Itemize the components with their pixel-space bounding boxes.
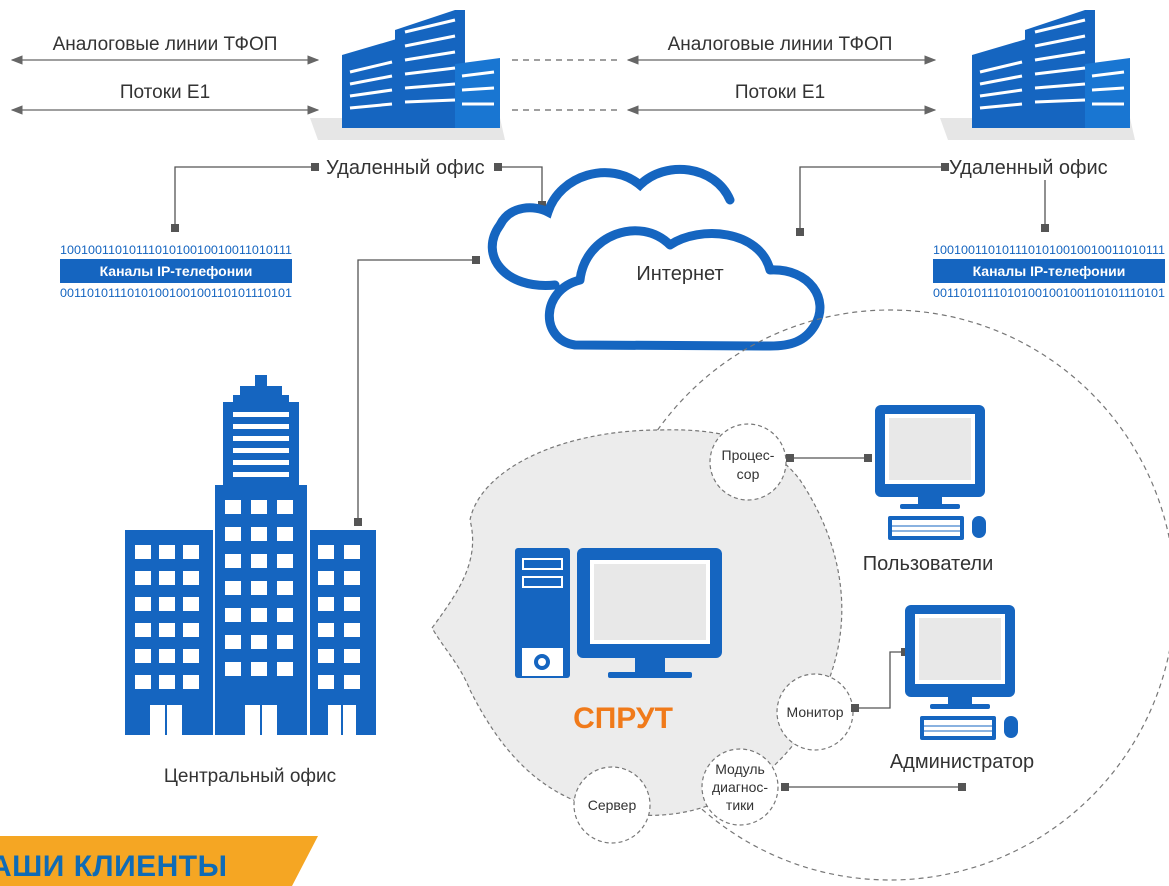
clients-banner-shape xyxy=(0,836,318,886)
left-binary-bottom: 0011010111010100100100110101110101 xyxy=(60,286,292,300)
svg-text:Сервер: Сервер xyxy=(588,797,637,813)
building-window xyxy=(344,597,360,611)
building-window xyxy=(183,545,199,559)
users-label: Пользователи xyxy=(863,553,994,575)
building-window xyxy=(251,608,267,622)
left-remote-office-label: Удаленный офис xyxy=(326,157,485,179)
building-window xyxy=(159,623,175,637)
building-window xyxy=(344,675,360,689)
users-workstation-icon xyxy=(875,405,986,540)
left-analog-label: Аналоговые линии ТФОП xyxy=(53,34,278,55)
building-window xyxy=(277,527,293,541)
building-window xyxy=(183,597,199,611)
building-window xyxy=(318,649,334,663)
building-window xyxy=(225,662,241,676)
sprut-monitor-icon xyxy=(577,548,722,678)
processor-module: Процес- сор xyxy=(709,423,787,501)
building-window xyxy=(159,571,175,585)
building-window xyxy=(251,500,267,514)
right-pstn-links: Аналоговые линии ТФОП Потоки Е1 xyxy=(626,34,937,115)
building-window xyxy=(159,545,175,559)
server-module: Сервер xyxy=(573,766,651,844)
building-window xyxy=(135,675,151,689)
building-window xyxy=(318,545,334,559)
building-window xyxy=(135,623,151,637)
right-binary-bottom: 0011010111010100100100110101110101 xyxy=(933,286,1165,300)
left-remote-office-connector xyxy=(174,166,543,228)
monitor-module: Монитор xyxy=(776,673,854,751)
building-window xyxy=(225,608,241,622)
building-window xyxy=(251,527,267,541)
svg-text:тики: тики xyxy=(726,797,754,813)
building-window xyxy=(251,635,267,649)
svg-text:Монитор: Монитор xyxy=(787,704,844,720)
building-window xyxy=(159,649,175,663)
building-window xyxy=(277,500,293,514)
clients-heading: АШИ КЛИЕНТЫ xyxy=(0,850,228,883)
building-window xyxy=(277,554,293,568)
building-window xyxy=(225,527,241,541)
building-window xyxy=(251,581,267,595)
building-window xyxy=(135,571,151,585)
building-window xyxy=(318,675,334,689)
left-remote-office-icon xyxy=(310,10,505,140)
building-window xyxy=(225,554,241,568)
building-window xyxy=(183,649,199,663)
building-window xyxy=(183,675,199,689)
sprut-label: СПРУТ xyxy=(573,702,673,735)
svg-text:диагнос-: диагнос- xyxy=(712,779,768,795)
building-window xyxy=(277,662,293,676)
right-ip-channels: 1001001101011101010010010011010111 Канал… xyxy=(933,243,1165,300)
left-binary-top: 1001001101011101010010010011010111 xyxy=(60,243,292,257)
building-window xyxy=(135,545,151,559)
building-window xyxy=(183,623,199,637)
internet-label: Интернет xyxy=(636,263,723,285)
central-office-icon xyxy=(125,375,376,735)
building-window xyxy=(183,571,199,585)
building-window xyxy=(159,597,175,611)
right-remote-office-icon xyxy=(940,10,1135,140)
left-ip-title: Каналы IP-телефонии xyxy=(100,263,253,279)
admin-label: Администратор xyxy=(890,751,1034,773)
building-window xyxy=(318,623,334,637)
diagnostics-module: Модуль диагнос- тики xyxy=(701,748,779,826)
building-window xyxy=(277,581,293,595)
building-window xyxy=(225,581,241,595)
building-window xyxy=(318,571,334,585)
building-window xyxy=(344,649,360,663)
building-window xyxy=(225,635,241,649)
building-window xyxy=(344,571,360,585)
svg-text:Модуль: Модуль xyxy=(715,761,765,777)
clients-heading-banner: АШИ КЛИЕНТЫ xyxy=(0,836,330,886)
right-remote-office-label: Удаленный офис xyxy=(949,157,1108,179)
building-window xyxy=(225,500,241,514)
internet-cloud-icon: Интернет xyxy=(487,164,825,351)
left-e1-label: Потоки Е1 xyxy=(120,82,210,103)
central-office-label: Центральный офис xyxy=(164,766,336,787)
server-icon xyxy=(515,548,570,678)
right-binary-top: 1001001101011101010010010011010111 xyxy=(933,243,1165,257)
building-window xyxy=(277,608,293,622)
building-window xyxy=(159,675,175,689)
building-window xyxy=(344,545,360,559)
svg-text:сор: сор xyxy=(737,466,760,482)
building-window xyxy=(277,635,293,649)
building-window xyxy=(251,554,267,568)
left-pstn-links: Аналоговые линии ТФОП Потоки Е1 xyxy=(10,34,320,115)
building-window xyxy=(135,597,151,611)
building-window xyxy=(135,649,151,663)
admin-workstation-icon xyxy=(905,605,1018,740)
right-ip-title: Каналы IP-телефонии xyxy=(973,263,1126,279)
right-analog-label: Аналоговые линии ТФОП xyxy=(668,34,893,55)
left-ip-channels: 1001001101011101010010010011010111 Канал… xyxy=(60,243,292,300)
right-remote-office-connector xyxy=(799,166,1046,232)
building-window xyxy=(344,623,360,637)
building-window xyxy=(251,662,267,676)
right-e1-label: Потоки Е1 xyxy=(735,82,825,103)
building-window xyxy=(318,597,334,611)
svg-text:Процес-: Процес- xyxy=(722,447,775,463)
